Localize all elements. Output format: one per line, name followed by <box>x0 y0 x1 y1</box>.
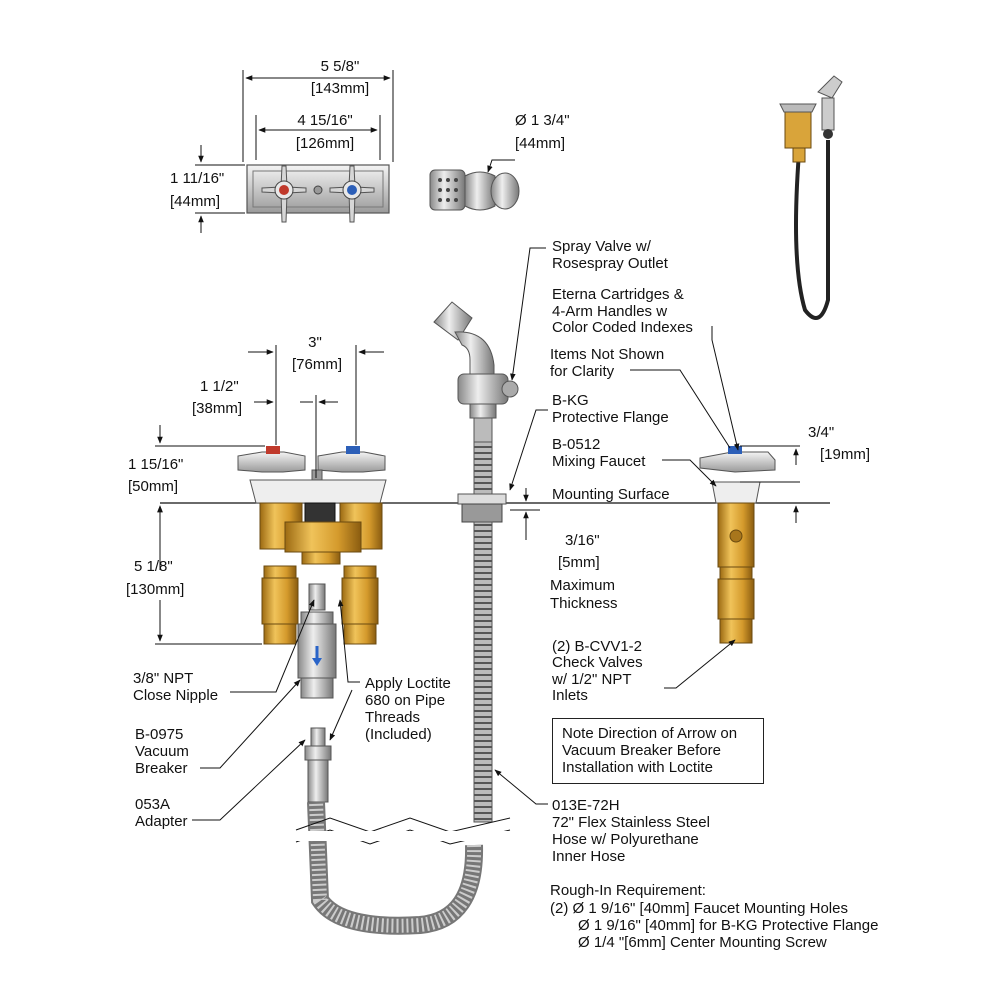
dim-spray-dia: Ø 1 3/4" <box>515 112 570 129</box>
top-hot-handle <box>261 165 307 223</box>
note-line-1: Note Direction of Arrow on <box>562 725 738 742</box>
side-view-faucet <box>699 446 776 644</box>
callout-check-valves-1: (2) B-CVV1-2 <box>552 638 643 655</box>
note-line-2: Vacuum Breaker Before <box>562 742 721 759</box>
top-cold-handle <box>329 165 375 223</box>
callout-check-valves-4: Inlets <box>552 687 588 704</box>
dim-half: 1 1/2" <box>200 378 239 395</box>
rough-in-title: Rough-In Requirement: <box>550 882 706 899</box>
callout-not-shown-1: Items Not Shown <box>550 346 665 363</box>
dim-overall-mm: [143mm] <box>310 80 370 97</box>
note-box <box>552 718 764 784</box>
callout-loctite-1: Apply Loctite <box>365 675 451 692</box>
callout-cartridges-2: 4-Arm Handles w <box>552 303 668 320</box>
callout-spray-valve-2: Rosespray Outlet <box>552 255 668 272</box>
dim-handle: 1 15/16" <box>128 456 184 473</box>
callout-nipple-1: 3/8" NPT <box>133 670 194 687</box>
mounting-surface-label: Mounting Surface <box>552 486 670 503</box>
callout-hose-3: Hose w/ Polyurethane <box>552 831 699 848</box>
callout-flange-1: B-KG <box>552 392 589 409</box>
callout-adapter-1: 053A <box>135 796 171 813</box>
callout-adapter-2: Adapter <box>135 813 188 830</box>
dim-thickness: 3/16" <box>565 532 600 549</box>
callout-vacuum-1: B-0975 <box>135 726 184 743</box>
callout-hose-2: 72" Flex Stainless Steel <box>552 814 710 831</box>
callout-loctite-2: 680 on Pipe <box>365 692 446 709</box>
callout-mixing-1: B-0512 <box>552 436 601 453</box>
callout-nipple-2: Close Nipple <box>133 687 219 704</box>
dim-spacing: 3" <box>308 334 322 351</box>
dim-height-mm: [44mm] <box>170 193 221 210</box>
dim-side-handle-mm: [19mm] <box>820 446 871 463</box>
dim-side-handle: 3/4" <box>808 424 835 441</box>
callout-mixing-2: Mixing Faucet <box>552 453 646 470</box>
dim-body: 5 1/8" <box>134 558 173 575</box>
dim-spacing-mm: [76mm] <box>291 356 342 373</box>
note-line-3: Installation with Loctite <box>562 759 713 776</box>
max-thickness-2: Thickness <box>550 595 618 612</box>
dim-centers-mm: [126mm] <box>295 135 355 152</box>
rough-in-line-3: Ø 1/4 "[6mm] Center Mounting Screw <box>578 934 827 951</box>
dim-centers: 4 15/16" <box>297 112 353 129</box>
perspective-view <box>779 75 843 320</box>
vacuum-breaker-assembly <box>297 583 337 803</box>
callout-check-valves-3: w/ 1/2" NPT <box>552 671 632 688</box>
dim-overall: 5 5/8" <box>320 58 360 75</box>
callout-not-shown-2: for Clarity <box>550 363 615 380</box>
top-view-faucet <box>246 164 390 223</box>
callout-flange-2: Protective Flange <box>552 409 669 426</box>
callout-loctite-4: (Included) <box>365 726 432 743</box>
dim-thickness-mm: [5mm] <box>558 554 600 571</box>
callout-hose-4: Inner Hose <box>552 848 626 865</box>
callout-spray-valve-1: Spray Valve w/ <box>552 238 651 255</box>
callout-vacuum-2: Vacuum <box>135 743 189 760</box>
dim-height: 1 11/16" <box>170 170 225 187</box>
spray-valve-hose-assembly <box>307 301 519 935</box>
top-spray-head <box>429 169 520 211</box>
callout-cartridges-3: Color Coded Indexes <box>552 319 693 336</box>
rough-in-line-2: Ø 1 9/16" [40mm] for B-KG Protective Fla… <box>578 917 879 934</box>
callout-cartridges-1: Eterna Cartridges & <box>552 286 684 303</box>
dim-body-mm: [130mm] <box>126 581 185 598</box>
callout-check-valves-2: Check Valves <box>552 654 643 671</box>
max-thickness-1: Maximum <box>550 577 616 594</box>
rough-in-line-1: (2) Ø 1 9/16" [40mm] Faucet Mounting Hol… <box>550 900 848 917</box>
callout-vacuum-3: Breaker <box>135 760 188 777</box>
callout-hose-1: 013E-72H <box>552 797 620 814</box>
dim-half-mm: [38mm] <box>192 400 243 417</box>
dim-handle-mm: [50mm] <box>128 478 179 495</box>
callout-loctite-3: Threads <box>365 709 421 726</box>
dim-spray-dia-mm: [44mm] <box>515 135 566 152</box>
